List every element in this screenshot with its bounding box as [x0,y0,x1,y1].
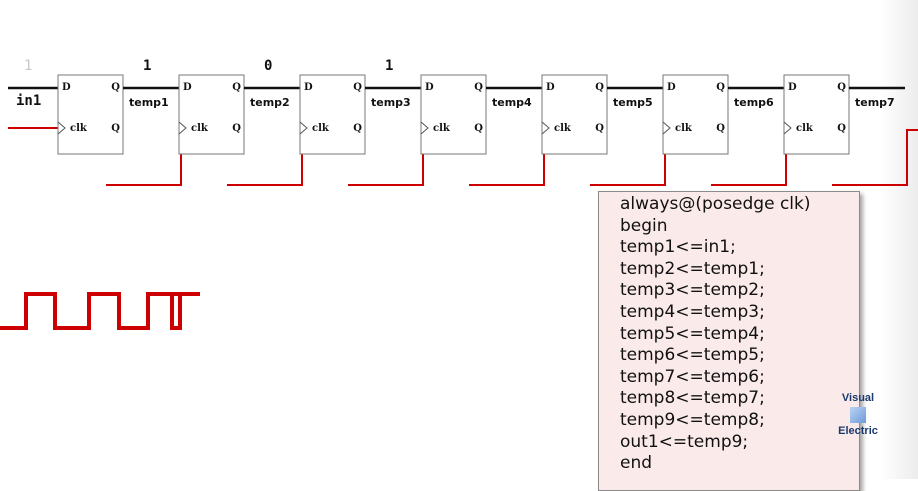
code-line: temp5<=temp4; [620,323,765,344]
code-line: temp2<=temp1; [620,258,765,279]
code-line: temp8<=temp7; [620,388,765,409]
output-label: temp3 [371,96,411,109]
clock-triangle-icon [178,121,187,135]
flipflop-body [662,74,729,155]
code-line: temp4<=temp3; [620,301,765,322]
code-line: begin [620,215,668,236]
pin-clk-label: clk [675,123,693,134]
pin-qbar-label: Q [474,123,483,134]
code-line: temp6<=temp5; [620,345,765,366]
pin-d-label: D [183,82,192,93]
flipflop-body [299,74,366,155]
brand-square-icon [850,407,866,423]
pin-q-label: Q [353,82,362,93]
pin-qbar-label: Q [837,123,846,134]
code-line: temp3<=temp2; [620,280,765,301]
pin-d-label: D [425,82,434,93]
pin-d-label: D [667,82,676,93]
pin-d-label: D [546,82,555,93]
pin-clk-label: clk [191,123,209,134]
pin-qbar-label: Q [111,123,120,134]
code-line: temp7<=temp6; [620,366,765,387]
clock-triangle-icon [541,121,550,135]
pin-qbar-label: Q [353,123,362,134]
pin-clk-label: clk [796,123,814,134]
output-label: temp2 [250,96,290,109]
clock-step [832,129,918,186]
code-line: always@(posedge clk) [620,194,811,214]
right-edge-fade [880,0,918,479]
clock-triangle-icon [783,121,792,135]
output-label: temp4 [492,96,532,109]
visual-electric-logo: Visual Electric [832,391,884,438]
brand-line2: Electric [838,425,878,437]
pin-q-label: Q [232,82,241,93]
pin-qbar-label: Q [716,123,725,134]
code-line: temp9<=temp8; [620,409,765,430]
output-label: temp7 [855,96,895,109]
flipflop-body [783,74,850,155]
output-value: 1 [143,58,151,74]
code-line: end [620,453,653,474]
pin-q-label: Q [474,82,483,93]
brand-line1: Visual [841,392,875,404]
clock-waveform [0,292,200,330]
in1-value: 1 [24,58,32,74]
clock-triangle-icon [662,121,671,135]
pin-qbar-label: Q [232,123,241,134]
flipflop-body [420,74,487,155]
clock-triangle-icon [57,121,66,135]
clock-triangle-icon [299,121,308,135]
flipflop-body [541,74,608,155]
pin-clk-label: clk [312,123,330,134]
pin-q-label: Q [595,82,604,93]
output-label: temp5 [613,96,653,109]
flipflop-body [57,74,124,155]
pin-clk-label: clk [70,123,88,134]
code-line: out1<=temp9; [620,431,749,452]
output-label: temp1 [129,96,169,109]
pin-d-label: D [304,82,313,93]
pin-q-label: Q [111,82,120,93]
pin-clk-label: clk [554,123,572,134]
pin-q-label: Q [837,82,846,93]
clock-triangle-icon [420,121,429,135]
pin-qbar-label: Q [595,123,604,134]
pin-q-label: Q [716,82,725,93]
output-value: 0 [264,58,272,74]
code-line: temp1<=in1; [620,237,736,258]
in1-label: in1 [16,93,41,109]
pin-clk-label: clk [433,123,451,134]
flipflop-body [178,74,245,155]
pin-d-label: D [788,82,797,93]
pin-d-label: D [62,82,71,93]
output-value: 1 [385,58,393,74]
output-label: temp6 [734,96,774,109]
